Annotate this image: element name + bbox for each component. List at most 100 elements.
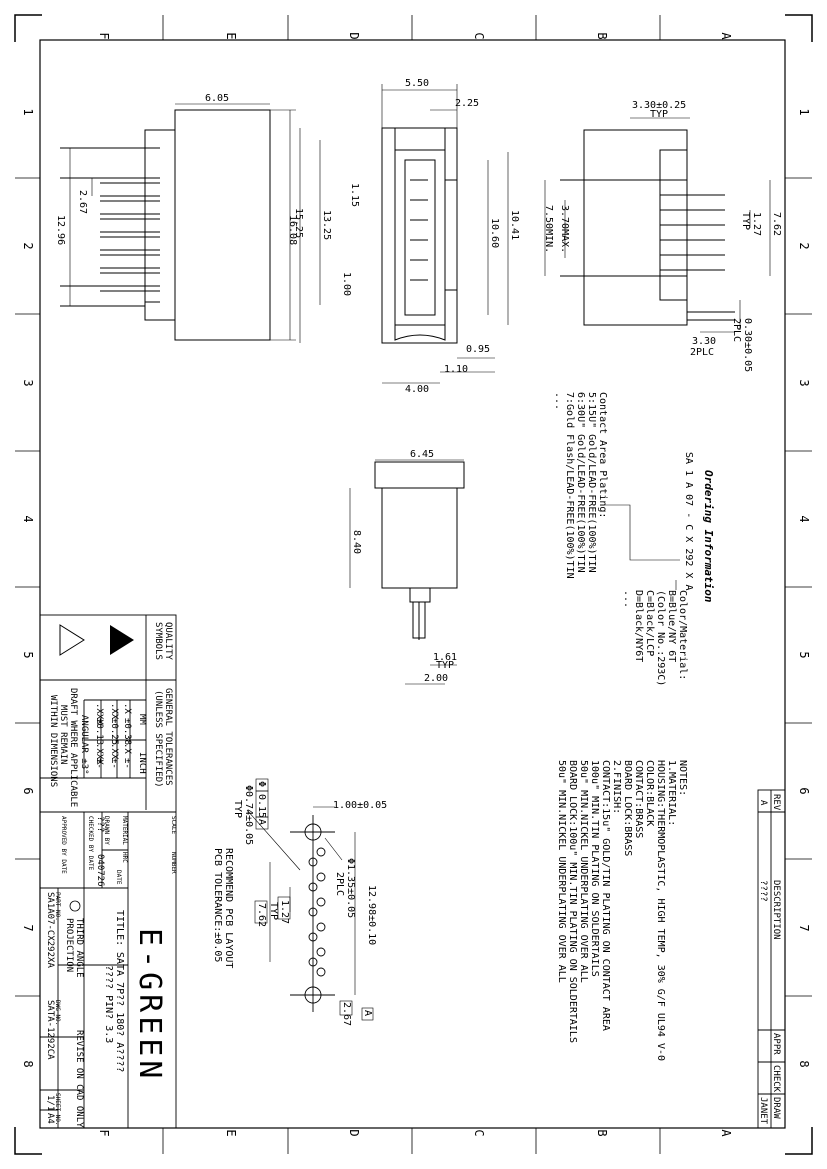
frame-left-number: 1 — [21, 108, 35, 115]
frame-bottom-letter: D — [347, 1129, 361, 1136]
frame-left-number: 8 — [21, 1060, 35, 1067]
tolerance-subheader: (UNLESS SPECIFIED) — [153, 690, 163, 788]
frame-right-number: 7 — [797, 924, 811, 931]
frame-left-number: 3 — [21, 379, 35, 386]
pcb-datum-ref: A — [256, 819, 267, 825]
pcb-dim-hole: Φ0.74±0.05 — [243, 785, 254, 845]
tolerance-draft: DRAFT WHERE APPLICABLE — [68, 688, 78, 807]
ordering-plating-line: ... — [553, 392, 564, 410]
quality-triangle-outline-icon — [59, 624, 85, 656]
title-label: TITLE: — [114, 910, 125, 946]
ordering-plating-line: 6:30U" Gold/LEAD-FREE(100%)TIN — [575, 392, 586, 573]
tolerance-col-mm: MM — [137, 714, 147, 725]
check-header: CHECK — [771, 1065, 781, 1093]
tolerance-draft: MUST REMAIN — [58, 705, 68, 765]
dwg-no-value: SATA-1292CA — [45, 1000, 55, 1060]
description-header: DESCRIPTION — [771, 880, 781, 940]
side-dim-thickness-plc: 2PLC — [731, 318, 742, 342]
note-line: BOARD LOCK:BRASS — [622, 760, 633, 856]
tolerance-draft: WITHIN DIMENSIONS — [48, 695, 58, 787]
drawn-by-value: ??? — [95, 816, 105, 832]
frame-tick-marks — [15, 15, 812, 1154]
revision-block: REV DESCRIPTION APPR CHECK DRAW A ???? J… — [757, 789, 786, 1129]
section-dim-wall: 0.95 — [466, 344, 490, 355]
dwg-no-label: DWG NO. — [54, 1000, 61, 1025]
frame-bottom-letter: A — [719, 1129, 733, 1137]
checked-label: CHECKED BY DATE — [87, 816, 94, 871]
front-dim-height: 15.25 — [293, 208, 304, 238]
drawing-border — [39, 39, 786, 1129]
sheet-size: A4 — [45, 1113, 55, 1124]
tolerance-cell: ±- — [94, 758, 104, 769]
side-dim-pitch-typ: TYP — [740, 212, 751, 230]
bottom-dim-height: 8.40 — [351, 530, 362, 554]
section-dim-inner: 10.60 — [489, 218, 500, 248]
pcb-dim-hole-typ: TYP — [232, 800, 243, 818]
pcb-dim-row: 7.62 — [256, 903, 267, 927]
frame-bottom-letter: C — [472, 1129, 486, 1136]
frame-right-number: 5 — [797, 651, 811, 658]
section-dim-slot: 1.15 — [349, 183, 360, 207]
description-value: ???? — [758, 880, 768, 902]
side-dim-min: 7.50MIN. — [543, 205, 554, 253]
note-line: 50u" MIN.NICKEL UNDERPLATING OVER ALL — [578, 760, 589, 983]
quality-symbols-header: SYMBOLS — [153, 622, 163, 660]
frame-left-number: 2 — [21, 242, 35, 249]
frame-top-letter: B — [595, 32, 609, 39]
ordering-plating-line: 5:15U" Gold/LEAD-FREE(100%)TIN — [586, 392, 597, 573]
title-line1: SATA 7P?? 180? A???? — [114, 952, 125, 1072]
note-line: CONTACT:15u" GOLD/TIN PLATING ON CONTACT… — [600, 760, 611, 1031]
side-dim-length: 3.30±0.25 — [632, 100, 686, 111]
tolerance-angular: ANGULAR ±3° — [79, 715, 89, 775]
frame-bottom-letter: E — [224, 1129, 238, 1136]
section-dim-overall: 16.08 — [287, 215, 298, 245]
date-value: 040726 — [95, 854, 105, 887]
rev-value: A — [758, 800, 768, 806]
front-view: 6.05 2.67 12.96 15.25 — [55, 93, 304, 341]
note-line: 50u" MIN.NICKEL UNDERPLATING OVER ALL — [556, 760, 567, 983]
note-line: 2.FINISH: — [611, 760, 622, 814]
drawn-by-label: DRAWN BY — [103, 816, 110, 845]
projection-icon — [69, 900, 81, 912]
section-dim-lip: 1.00 — [341, 272, 352, 296]
quality-triangle-icon — [110, 625, 134, 655]
quality-header: QUALITY — [163, 622, 173, 661]
sheet-no-label: SHEET NO. — [54, 1093, 61, 1126]
note-line: NOTES: — [677, 760, 688, 796]
pcb-tolerance: PCB TOLERANCE:±0.05 — [212, 848, 223, 962]
note-line: HOUSING:THERMOPLASTIC, HIGH TEMP, 30% G/… — [655, 760, 666, 1061]
projection-label: THIRD ANGLE — [74, 918, 84, 978]
bottom-dim-width: 6.45 — [410, 449, 434, 460]
tolerance-cell: ±- — [122, 758, 132, 769]
frame-left-number: 6 — [21, 787, 35, 794]
pcb-dim-span: 12.98±0.10 — [366, 885, 377, 945]
ordering-color-line: ... — [622, 590, 633, 608]
part-no-value: SA1A07-CX292XA — [45, 892, 55, 968]
ordering-color-line: D=Black/NY6T — [633, 590, 644, 662]
corner-marks — [14, 14, 813, 1155]
cad-note: REVISE ON CAD ONLY — [74, 1030, 84, 1128]
frame-left-number: 5 — [21, 651, 35, 658]
pcb-dim-pitch: 1.27 — [279, 900, 290, 924]
tolerance-cell: .XX — [109, 703, 119, 720]
projection-label: PROJECTION — [64, 918, 74, 972]
frame-references: F E D C B A F E D C B A 1 2 3 4 5 6 7 8 … — [21, 32, 811, 1137]
notes: NOTES: 1.MATERIAL: HOUSING:THERMOPLASTIC… — [556, 760, 688, 1061]
frame-left-number: 7 — [21, 924, 35, 931]
side-dim-length-typ: TYP — [650, 109, 668, 120]
section-dim-gap: 1.10 — [444, 364, 468, 375]
frame-bottom-letter: F — [97, 1129, 111, 1136]
hrc-label: HRC — [121, 852, 128, 863]
note-line: BOARD LOCK:100u" MIN.TIN PLATING ON SOLD… — [567, 760, 578, 1043]
ordering-color-line: B=Blue/NY 6T — [666, 590, 677, 662]
tolerance-cell: ±0.13 — [94, 718, 104, 745]
appr-header: APPR — [771, 1033, 781, 1055]
frame-right-number: 2 — [797, 242, 811, 249]
material-label: MATERIAL — [121, 816, 128, 845]
side-dim-pitch: 1.27 — [751, 212, 762, 236]
side-dim-thickness: 0.30±0.05 — [742, 318, 753, 372]
pcb-datum-tolerance: 0.15 — [256, 794, 267, 818]
side-dim-lock-plc: 2PLC — [690, 347, 714, 358]
section-dim-width: 5.50 — [405, 78, 429, 89]
note-line: 1.MATERIAL: — [666, 760, 677, 826]
